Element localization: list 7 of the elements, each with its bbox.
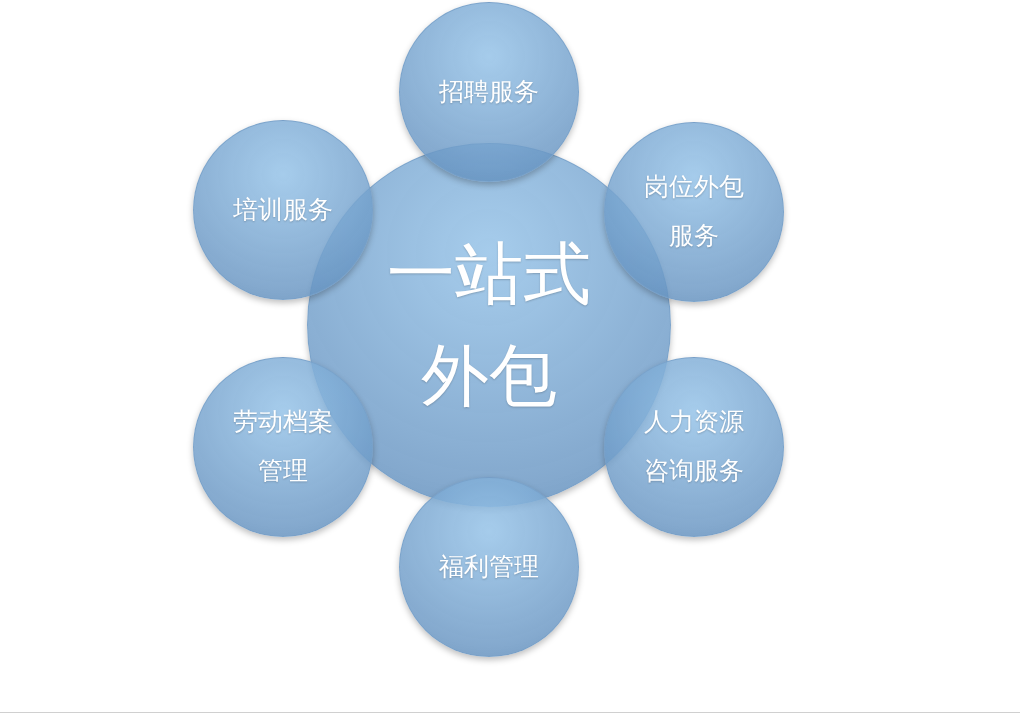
circle-label: 一站式外包 bbox=[386, 233, 592, 417]
circle-label: 岗位外包服务 bbox=[643, 171, 745, 252]
circle-label: 福利管理 bbox=[438, 550, 540, 583]
circle-label: 劳动档案管理 bbox=[232, 406, 334, 487]
circle-label: 招聘服务 bbox=[438, 75, 540, 108]
circle-label: 培训服务 bbox=[232, 193, 334, 226]
circle-label: 人力资源咨询服务 bbox=[643, 406, 745, 487]
